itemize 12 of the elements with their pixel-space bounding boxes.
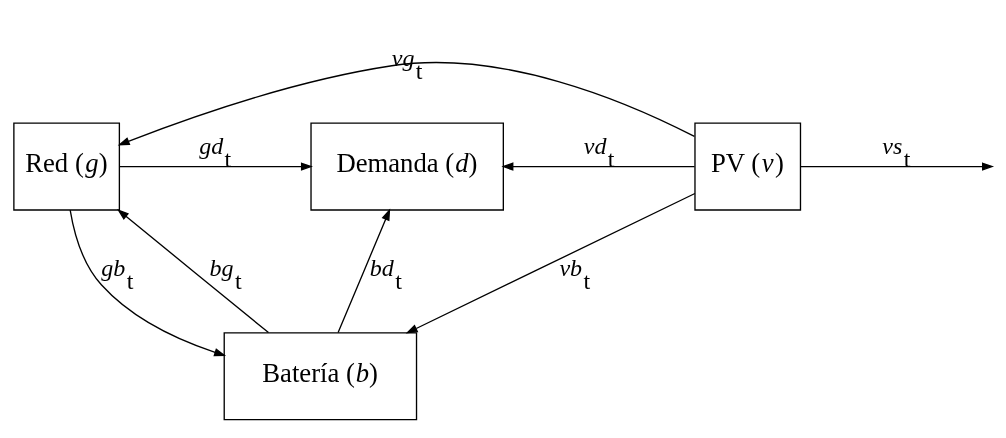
node-box: Demanda (d) (310, 122, 504, 211)
arrow (117, 62, 696, 146)
arrow (405, 192, 696, 334)
node-box: Batería (b) (223, 332, 418, 421)
arrow (117, 209, 270, 334)
arrow (501, 162, 696, 171)
node-box: PV (v) (694, 122, 802, 211)
arrow (337, 208, 391, 334)
arrow (118, 162, 313, 171)
arrow (800, 162, 995, 171)
arrow (69, 209, 227, 357)
node-box: Red (g) (13, 122, 121, 211)
